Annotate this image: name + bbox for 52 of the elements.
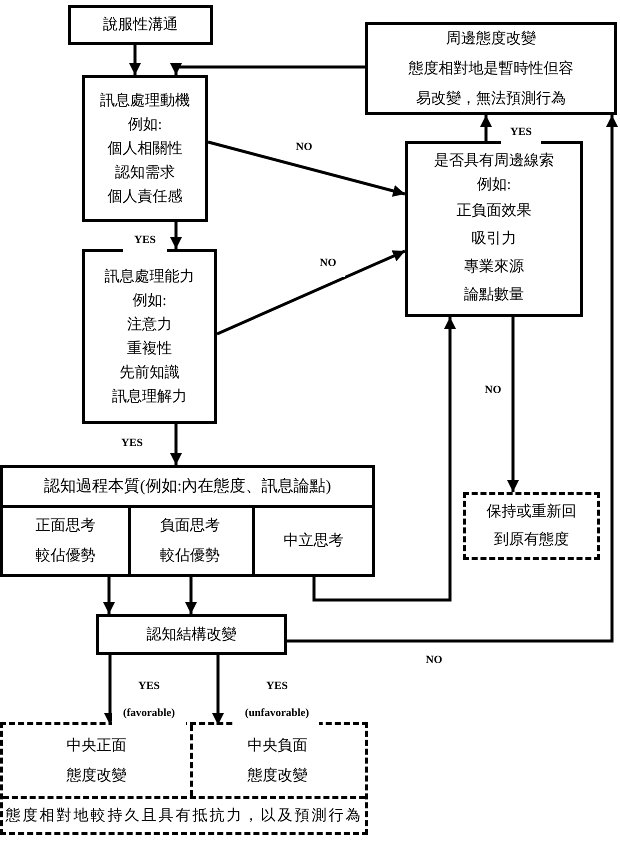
- arrow: [170, 222, 182, 249]
- heading: 負面思考較佔優勢: [159, 516, 221, 566]
- body-text: 訊息理解力: [112, 388, 187, 406]
- body-text: 例如:: [132, 292, 167, 310]
- arrow: [170, 63, 365, 75]
- arrow: [216, 250, 406, 336]
- body-text: 注意力: [127, 316, 172, 334]
- body-text: 個人責任感: [108, 188, 182, 206]
- arrow: [212, 655, 224, 725]
- body-text: 認知需求: [115, 164, 175, 182]
- body-text: 個人相關性: [108, 140, 182, 158]
- body-text: 正負面效果: [456, 202, 532, 221]
- table-cell: [3, 505, 131, 574]
- decision-box: [405, 141, 583, 317]
- arrow: [170, 424, 182, 465]
- body-text: 先前知識: [120, 364, 180, 382]
- arrow: [129, 45, 141, 75]
- process-table: [0, 465, 375, 577]
- body-text: 論點數量: [464, 286, 524, 305]
- process-box: [82, 249, 217, 424]
- body-text: 專業來源: [464, 258, 524, 277]
- arrow: [480, 115, 492, 141]
- heading: 說服性溝通: [103, 16, 178, 35]
- arrow: [103, 574, 115, 614]
- table-cell: [128, 505, 255, 574]
- process-box: [68, 5, 213, 45]
- heading: 態度相對地較持久且具有抵抗力，以及預測行為: [6, 806, 362, 826]
- heading: 認知結構改變: [146, 626, 236, 644]
- body-text: 態度相對地是暫時性但容易改變，無法預測行為: [408, 59, 574, 108]
- heading: 中立思考: [284, 531, 344, 551]
- heading: 認知過程本質(例如:內在態度、訊息論點): [44, 476, 332, 497]
- arrow: [312, 317, 456, 602]
- process-box: [82, 75, 208, 222]
- body-text: 例如:: [128, 116, 162, 134]
- heading: 保持或重新回到原有態度: [486, 502, 578, 550]
- dashed-box: [463, 492, 600, 560]
- body-text: 例如:: [476, 176, 512, 195]
- heading: 是否具有周邊線索: [434, 152, 554, 171]
- heading: 訊息處理動機: [100, 92, 190, 110]
- arrow: [185, 574, 197, 614]
- heading: 中央負面態度改變: [246, 736, 308, 786]
- body-text: 重複性: [127, 340, 172, 358]
- body-text: 吸引力: [472, 230, 516, 249]
- process-box: [365, 22, 617, 115]
- arrow: [208, 140, 406, 197]
- heading: 正面思考較佔優勢: [34, 516, 96, 566]
- heading: 中央正面態度改變: [66, 736, 128, 786]
- heading: 周邊態度改變: [445, 29, 537, 48]
- arrow: [507, 317, 519, 492]
- heading: 訊息處理能力: [104, 268, 194, 286]
- process-box: [96, 614, 287, 655]
- arrow: [287, 115, 618, 642]
